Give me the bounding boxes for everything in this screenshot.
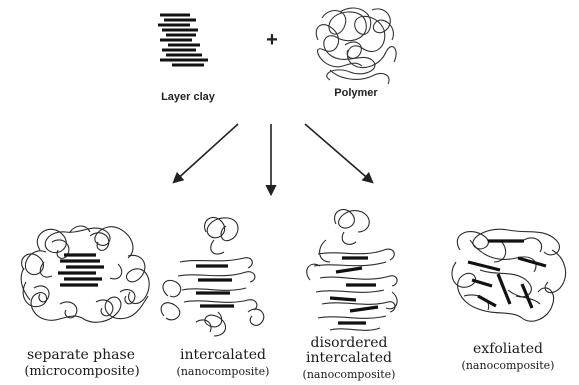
arrow-to-disordered-intercalated (305, 124, 372, 182)
product-type-disordered-intercalated: (nanocomposite) (294, 369, 404, 380)
product-type-intercalated: (nanocomposite) (164, 366, 282, 377)
product-name-disordered-intercalated: disordered intercalated (294, 336, 404, 366)
polymer-coil-icon (316, 8, 396, 84)
layer-clay-label: Layer clay (148, 92, 228, 103)
disordered-intercalated-illustration (307, 209, 397, 330)
product-type-exfoliated: (nanocomposite) (452, 360, 564, 371)
arrow-to-separate-phase (174, 124, 238, 182)
product-name-intercalated: intercalated (168, 348, 278, 362)
reaction-arrows (174, 124, 372, 194)
product-name-exfoliated: exfoliated (450, 342, 566, 356)
layer-clay-icon (158, 15, 208, 65)
exfoliated-illustration (452, 229, 566, 321)
product-type-separate-phase: (microcomposite) (2, 365, 162, 378)
plus-operator: + (262, 30, 282, 50)
separate-phase-illustration (21, 226, 149, 322)
polymer-label: Polymer (326, 88, 386, 99)
product-name-separate-phase: separate phase (6, 348, 156, 362)
intercalated-illustration (161, 217, 264, 336)
